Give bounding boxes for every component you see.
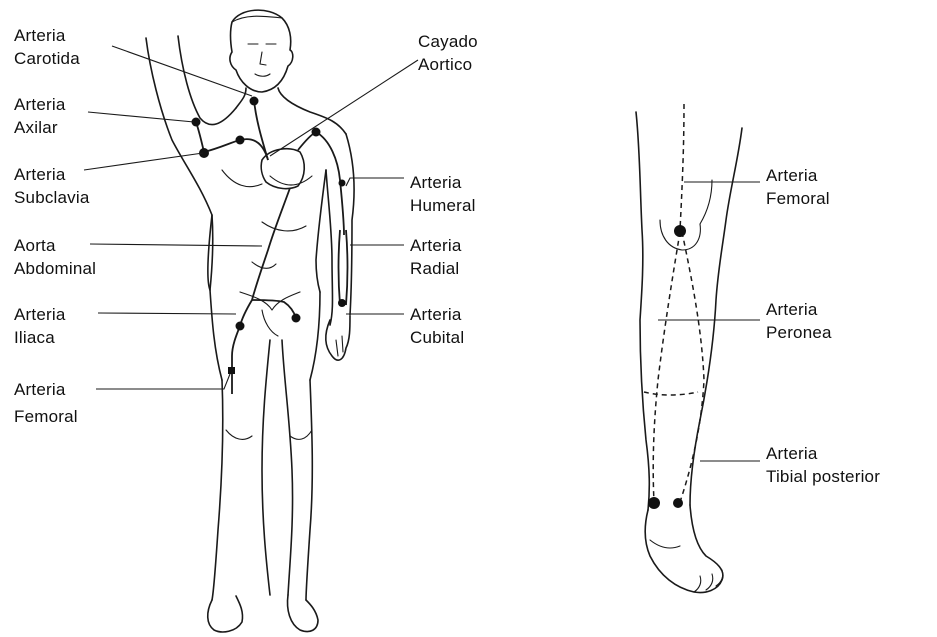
label-line: Radial	[410, 257, 461, 280]
label-line: Humeral	[410, 194, 476, 217]
label-line: Cubital	[410, 326, 464, 349]
label-line: Arteria	[766, 298, 832, 321]
label-line: Subclavia	[14, 186, 90, 209]
label-line: Arteria	[410, 303, 464, 326]
label-arteria-radial: Arteria Radial	[410, 234, 461, 280]
label-line: Abdominal	[14, 257, 96, 280]
label-arteria-iliaca: Arteria Iliaca	[14, 303, 65, 349]
label-line: Arteria	[14, 93, 65, 116]
label-line: Arteria	[14, 303, 65, 326]
label-line: Aortico	[418, 53, 478, 76]
label-cayado-aortico: Cayado Aortico	[418, 30, 478, 76]
label-arteria-subclavia: Arteria Subclavia	[14, 163, 90, 209]
label-line: Arteria	[766, 164, 830, 187]
label-line: Arteria	[766, 442, 880, 465]
label-line: Arteria	[14, 24, 80, 47]
label-arteria-femoral-leg: Arteria Femoral	[766, 164, 830, 210]
label-arteria-carotida: Arteria Carotida	[14, 24, 80, 70]
label-arteria-humeral: Arteria Humeral	[410, 171, 476, 217]
label-line: Peronea	[766, 321, 832, 344]
label-arteria-femoral-body: Arteria Femoral	[14, 376, 78, 430]
leg-outline	[636, 112, 742, 593]
label-line: Aorta	[14, 234, 96, 257]
label-line: Carotida	[14, 47, 80, 70]
label-arteria-cubital: Arteria Cubital	[410, 303, 464, 349]
label-arteria-peronea: Arteria Peronea	[766, 298, 832, 344]
label-arteria-axilar: Arteria Axilar	[14, 93, 65, 139]
label-line: Femoral	[14, 403, 78, 430]
label-line: Arteria	[410, 171, 476, 194]
label-arteria-tibial-posterior: Arteria Tibial posterior	[766, 442, 880, 488]
label-line: Arteria	[14, 376, 78, 403]
label-line: Tibial posterior	[766, 465, 880, 488]
body-outline	[146, 10, 354, 632]
label-line: Axilar	[14, 116, 65, 139]
label-line: Iliaca	[14, 326, 65, 349]
body-leader-lines	[84, 46, 418, 389]
label-line: Femoral	[766, 187, 830, 210]
label-aorta-abdominal: Aorta Abdominal	[14, 234, 96, 280]
label-line: Cayado	[418, 30, 478, 53]
leg-arteries	[644, 104, 704, 502]
label-line: Arteria	[14, 163, 90, 186]
label-line: Arteria	[410, 234, 461, 257]
body-arteries	[196, 100, 348, 394]
leg-leader-lines	[658, 182, 760, 461]
